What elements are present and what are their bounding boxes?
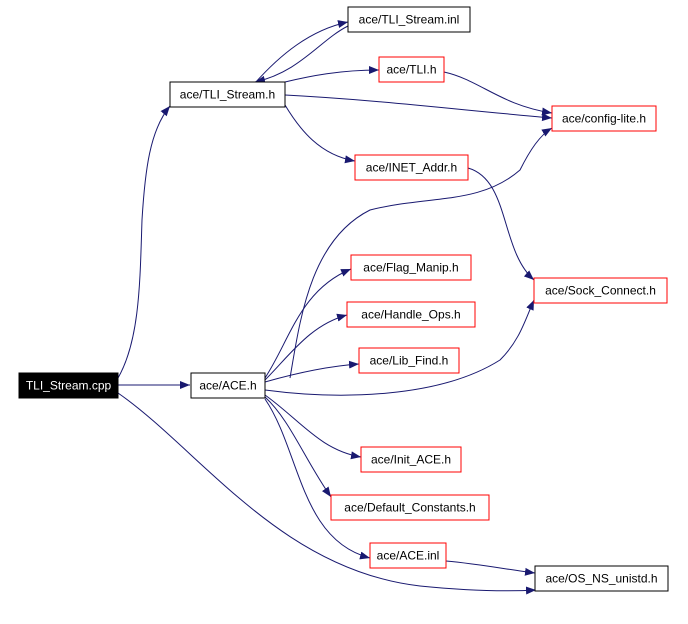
node-label: ace/Init_ACE.h [371, 453, 451, 467]
edge-ace-h-to-default-constants-h [264, 396, 332, 498]
edge-ace-h-to-sock-connect-h [264, 299, 535, 396]
node-label: ace/TLI_Stream.h [180, 88, 275, 102]
node-label: ace/Lib_Find.h [370, 354, 449, 368]
edge-ace-h-to-init-ace-h [264, 394, 362, 460]
node-tli-stream-h[interactable]: ace/TLI_Stream.h [169, 81, 286, 108]
edge-ace-h-to-ace-inl [264, 398, 371, 560]
edge-ace-h-to-handle-ops-h [264, 313, 348, 381]
edge-ace-h-to-flag-manip-h [264, 268, 352, 379]
node-flag-manip-h[interactable]: ace/Flag_Manip.h [350, 254, 472, 281]
node-default-constants-h[interactable]: ace/Default_Constants.h [330, 494, 490, 521]
node-ace-inl[interactable]: ace/ACE.inl [369, 542, 447, 569]
edges [117, 20, 553, 595]
node-handle-ops-h[interactable]: ace/Handle_Ops.h [346, 301, 476, 328]
edge-ace-h-to-lib-find-h [264, 360, 360, 383]
node-inet-addr-h[interactable]: ace/INET_Addr.h [354, 154, 469, 181]
node-config-lite-h[interactable]: ace/config-lite.h [551, 105, 657, 132]
node-label: ace/Sock_Connect.h [545, 284, 656, 298]
edge-ace-h-to-config-lite-h [289, 127, 553, 379]
node-label: ace/Handle_Ops.h [361, 308, 460, 322]
node-tli-stream-cpp[interactable]: TLI_Stream.cpp [18, 372, 119, 399]
node-label: ace/Flag_Manip.h [363, 261, 458, 275]
node-label: ace/OS_NS_unistd.h [545, 572, 657, 586]
node-label: ace/TLI.h [386, 63, 436, 77]
edge-tli-h-to-config-lite-h [443, 71, 553, 116]
node-label: ace/Default_Constants.h [344, 501, 475, 515]
node-label: TLI_Stream.cpp [26, 379, 112, 393]
node-lib-find-h[interactable]: ace/Lib_Find.h [358, 347, 460, 374]
node-init-ace-h[interactable]: ace/Init_ACE.h [360, 446, 462, 473]
edge-tli-stream-h-to-tli-h [284, 66, 380, 83]
node-sock-connect-h[interactable]: ace/Sock_Connect.h [533, 277, 668, 304]
node-os-ns-unistd-h[interactable]: ace/OS_NS_unistd.h [534, 565, 669, 592]
edge-tli-stream-inl-to-tli-stream-h [254, 25, 349, 84]
node-label: ace/config-lite.h [562, 112, 646, 126]
edge-tli-stream-cpp-to-tli-stream-h [117, 105, 171, 379]
node-ace-h[interactable]: ace/ACE.h [190, 372, 266, 399]
nodes: TLI_Stream.cpp ace/TLI_Stream.h ace/TLI_… [18, 6, 669, 592]
edge-inet-addr-h-to-sock-connect-h [467, 167, 535, 281]
edge-ace-inl-to-os-ns-unistd-h [445, 560, 536, 576]
node-label: ace/TLI_Stream.inl [359, 13, 460, 27]
edge-tli-stream-h-to-inet-addr-h [284, 104, 356, 164]
node-label: ace/ACE.h [199, 379, 256, 393]
node-tli-h[interactable]: ace/TLI.h [378, 56, 445, 83]
node-label: ace/ACE.inl [377, 549, 440, 563]
edge-tli-stream-h-to-tli-stream-inl [254, 20, 349, 84]
node-label: ace/INET_Addr.h [366, 161, 457, 175]
edge-tli-stream-h-to-config-lite-h [284, 94, 553, 122]
node-tli-stream-inl[interactable]: ace/TLI_Stream.inl [347, 6, 471, 33]
edge-tli-stream-cpp-to-os-ns-unistd-h [117, 392, 537, 595]
